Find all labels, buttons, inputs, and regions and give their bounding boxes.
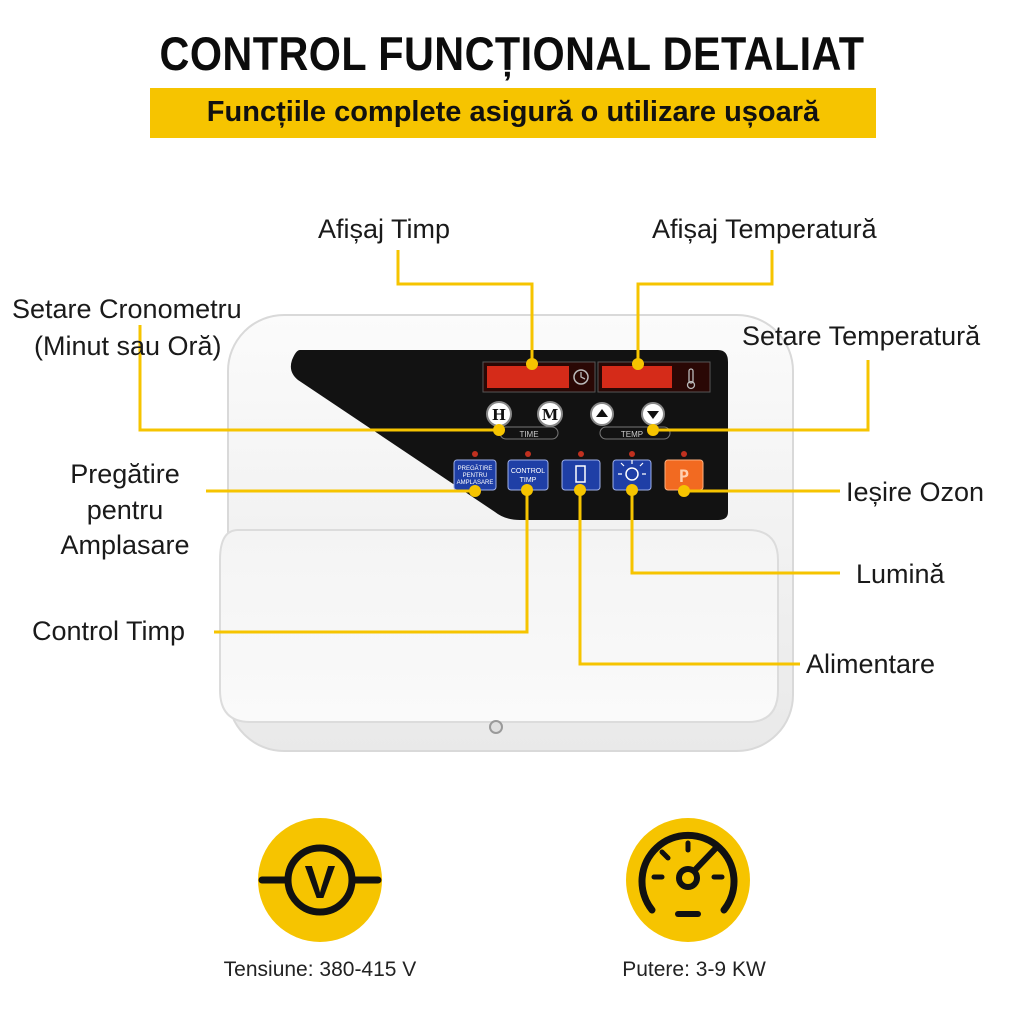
callout-placement-line3: Amplasare — [60, 530, 190, 560]
svg-text:CONTROL: CONTROL — [511, 468, 545, 475]
gauge-icon — [626, 818, 750, 942]
placement-button[interactable]: PREGĂTIRE PENTRU AMPLASARE — [453, 459, 497, 491]
svg-text:PENTRU: PENTRU — [463, 473, 488, 479]
callout-ozone-output: Ieșire Ozon — [846, 477, 985, 507]
page-title: CONTROL FUNCȚIONAL DETALIAT — [159, 27, 865, 80]
thermometer-icon — [688, 368, 694, 384]
lower-cover — [219, 529, 779, 723]
power-icon — [575, 465, 586, 483]
svg-text:TIMP: TIMP — [520, 477, 537, 484]
light-button[interactable] — [612, 459, 652, 491]
callout-time-display: Afișaj Timp — [318, 214, 451, 244]
power-button[interactable] — [561, 459, 601, 491]
hour-button[interactable]: H — [486, 401, 512, 427]
time-control-button[interactable]: CONTROL TIMP — [507, 459, 549, 491]
minute-button[interactable]: M — [537, 401, 563, 427]
lightbulb-icon — [625, 467, 639, 481]
time-display — [482, 361, 596, 393]
svg-text:M: M — [542, 406, 559, 424]
callout-placement-line1: Pregătire — [70, 459, 180, 489]
svg-text:P: P — [679, 467, 689, 487]
screw-hole — [489, 720, 503, 734]
callout-temp-setting: Setare Temperatură — [742, 321, 981, 351]
temp-down-button[interactable] — [641, 402, 665, 426]
indicator-leds — [472, 451, 687, 457]
clock-icon — [573, 369, 589, 385]
callout-dots — [469, 358, 690, 497]
callout-power-supply: Alimentare — [806, 649, 936, 679]
svg-text:H: H — [492, 406, 506, 424]
callout-temp-display: Afișaj Temperatură — [652, 214, 877, 244]
voltage-icon: V — [258, 818, 382, 942]
callout-lines — [138, 250, 870, 666]
temperature-display — [597, 361, 711, 393]
temp-up-button[interactable] — [590, 402, 614, 426]
page-subtitle: Funcțiile complete asigură o utilizare u… — [206, 96, 820, 128]
callout-time-control: Control Timp — [32, 616, 186, 646]
callout-timer-setting-line1: Setare Cronometru — [12, 294, 242, 324]
svg-text:V: V — [305, 856, 336, 908]
voltage-spec-label: Tensiune: 380-415 V — [223, 958, 417, 981]
subtitle-banner — [150, 88, 876, 138]
callout-light: Lumină — [856, 559, 945, 589]
svg-text:AMPLASARE: AMPLASARE — [457, 480, 494, 486]
callout-timer-setting-line2: (Minut sau Oră) — [34, 331, 222, 361]
power-spec-label: Putere: 3-9 KW — [622, 958, 766, 981]
time-caption: TIME — [519, 430, 538, 439]
svg-text:PREGĂTIRE: PREGĂTIRE — [458, 465, 493, 472]
callout-placement-line2: pentru — [86, 495, 164, 525]
temp-caption: TEMP — [621, 430, 643, 439]
ozone-button[interactable]: P — [664, 459, 704, 491]
